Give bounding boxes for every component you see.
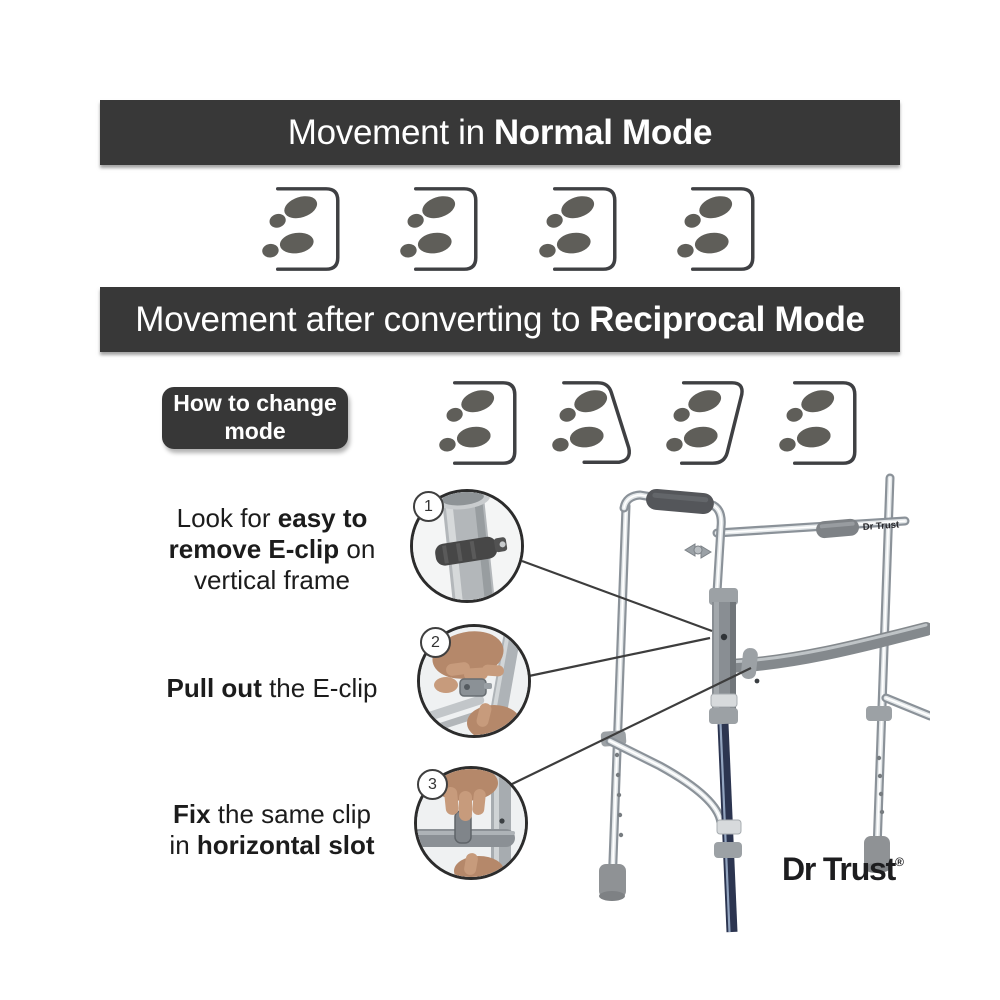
step3-text: the same clip: [210, 799, 371, 829]
step1-instruction: Look for easy to remove E-clip on vertic…: [138, 503, 406, 596]
hand-lower: [454, 853, 504, 877]
brand-logo-text: Dr Trust: [782, 851, 896, 887]
rubber-tip: [864, 836, 890, 870]
banner-reciprocal-regular-text: Movement after converting to: [135, 299, 581, 339]
footsteps-icon: [675, 192, 736, 259]
step1-text: vertical frame: [193, 565, 351, 595]
hand-upper: [432, 631, 504, 693]
step2-photo-pull-out-clip: [420, 627, 528, 735]
footsteps-in-frame-icon: [398, 187, 478, 271]
step1-number-badge: 1: [413, 491, 444, 522]
normal-mode-footsteps-row: [250, 183, 765, 275]
e-clip: [459, 678, 492, 697]
footsteps-in-tilted-frame-icon: [663, 381, 744, 465]
walker-rear-left-leg: [599, 506, 627, 901]
step3-instruction: Fix the same clip in horizontal slot: [138, 799, 406, 861]
step2-instruction: Pull out the E-clip: [138, 673, 406, 704]
rail-grip: [816, 518, 859, 539]
step3-photo-fix-clip-horizontal: [417, 769, 525, 877]
footsteps-in-frame-icon: [675, 187, 755, 271]
footsteps-in-frame-icon: [437, 381, 517, 465]
step1-text-bold: remove E-clip: [168, 534, 340, 564]
how-to-change-mode-label: How to change mode: [162, 387, 348, 449]
footsteps-icon: [398, 192, 460, 259]
registered-mark: ®: [895, 855, 904, 869]
walker-vertical-frame-plastic: [709, 588, 738, 724]
step2-number: 2: [431, 633, 440, 651]
banner-normal-bold-text: Normal Mode: [493, 112, 713, 152]
how-to-line2: mode: [224, 418, 286, 444]
footsteps-icon: [663, 386, 725, 453]
step2-text: the E-clip: [261, 673, 378, 703]
banner-reciprocal-bold-text: Reciprocal Mode: [589, 299, 865, 339]
e-clip-pin: [754, 678, 760, 684]
walker-front-leg: [714, 723, 742, 933]
banner-normal-mode: Movement in Normal Mode: [100, 100, 900, 165]
step3-text: in: [169, 830, 197, 860]
walker-side-rail: Dr Trust: [717, 518, 905, 539]
footsteps-in-frame-icon: [260, 187, 340, 271]
how-to-line1: How to change: [173, 390, 337, 417]
step2-text-bold: Pull out: [166, 673, 262, 703]
brand-logo: Dr Trust®: [782, 851, 932, 888]
rail-brand-text: Dr Trust: [862, 519, 900, 533]
banner-normal-regular-text: Movement in: [287, 112, 485, 152]
step3-number: 3: [428, 775, 437, 793]
wing-nut: [684, 543, 712, 559]
footsteps-in-tilted-frame-icon: [550, 381, 632, 464]
step1-text: on: [339, 534, 376, 564]
e-clip-hole: [720, 633, 728, 641]
walker-rear-right-leg: [864, 478, 892, 873]
footsteps-icon: [777, 386, 838, 453]
banner-reciprocal-mode: Movement after converting to Reciprocal …: [100, 287, 900, 352]
walker-left-support-bar: [610, 741, 721, 823]
footsteps-in-frame-icon: [536, 187, 617, 271]
footsteps-icon: [536, 192, 598, 259]
step1-text-bold: easy to: [277, 503, 368, 533]
rubber-tip: [599, 864, 626, 898]
reciprocal-mode-footsteps-row: [427, 377, 867, 469]
walker-handle: [624, 488, 721, 592]
footsteps-icon: [550, 386, 612, 453]
step1-text: Look for: [176, 503, 278, 533]
walker-horizontal-bar: [720, 622, 930, 684]
step1-number: 1: [424, 497, 433, 515]
walker-right-support-bar: [886, 698, 930, 716]
step3-text-bold: Fix: [173, 799, 211, 829]
step3-photo-circle: [414, 766, 528, 880]
hand-upper: [432, 769, 498, 821]
footsteps-icon: [437, 386, 498, 453]
e-clip: [435, 536, 508, 566]
bar-collar: [741, 648, 758, 680]
step3-text-bold: horizontal slot: [196, 830, 375, 860]
step3-number-badge: 3: [417, 769, 448, 800]
footsteps-icon: [260, 192, 321, 259]
step2-number-badge: 2: [420, 627, 451, 658]
footsteps-in-frame-icon: [777, 381, 857, 465]
